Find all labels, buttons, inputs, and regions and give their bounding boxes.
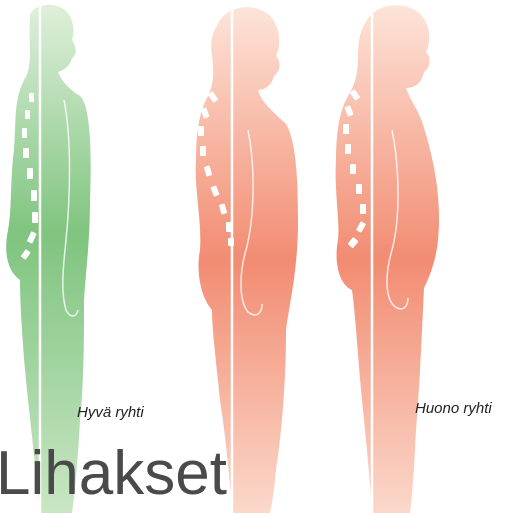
- good-posture-label: Hyvä ryhti: [77, 404, 144, 421]
- page-heading: Lihakset: [0, 443, 227, 505]
- bad-posture-label: Huono ryhti: [415, 400, 492, 417]
- bad-posture-figure-1: [196, 7, 298, 513]
- good-posture-figure: [6, 5, 91, 513]
- bad-posture-figure-2: [336, 5, 439, 513]
